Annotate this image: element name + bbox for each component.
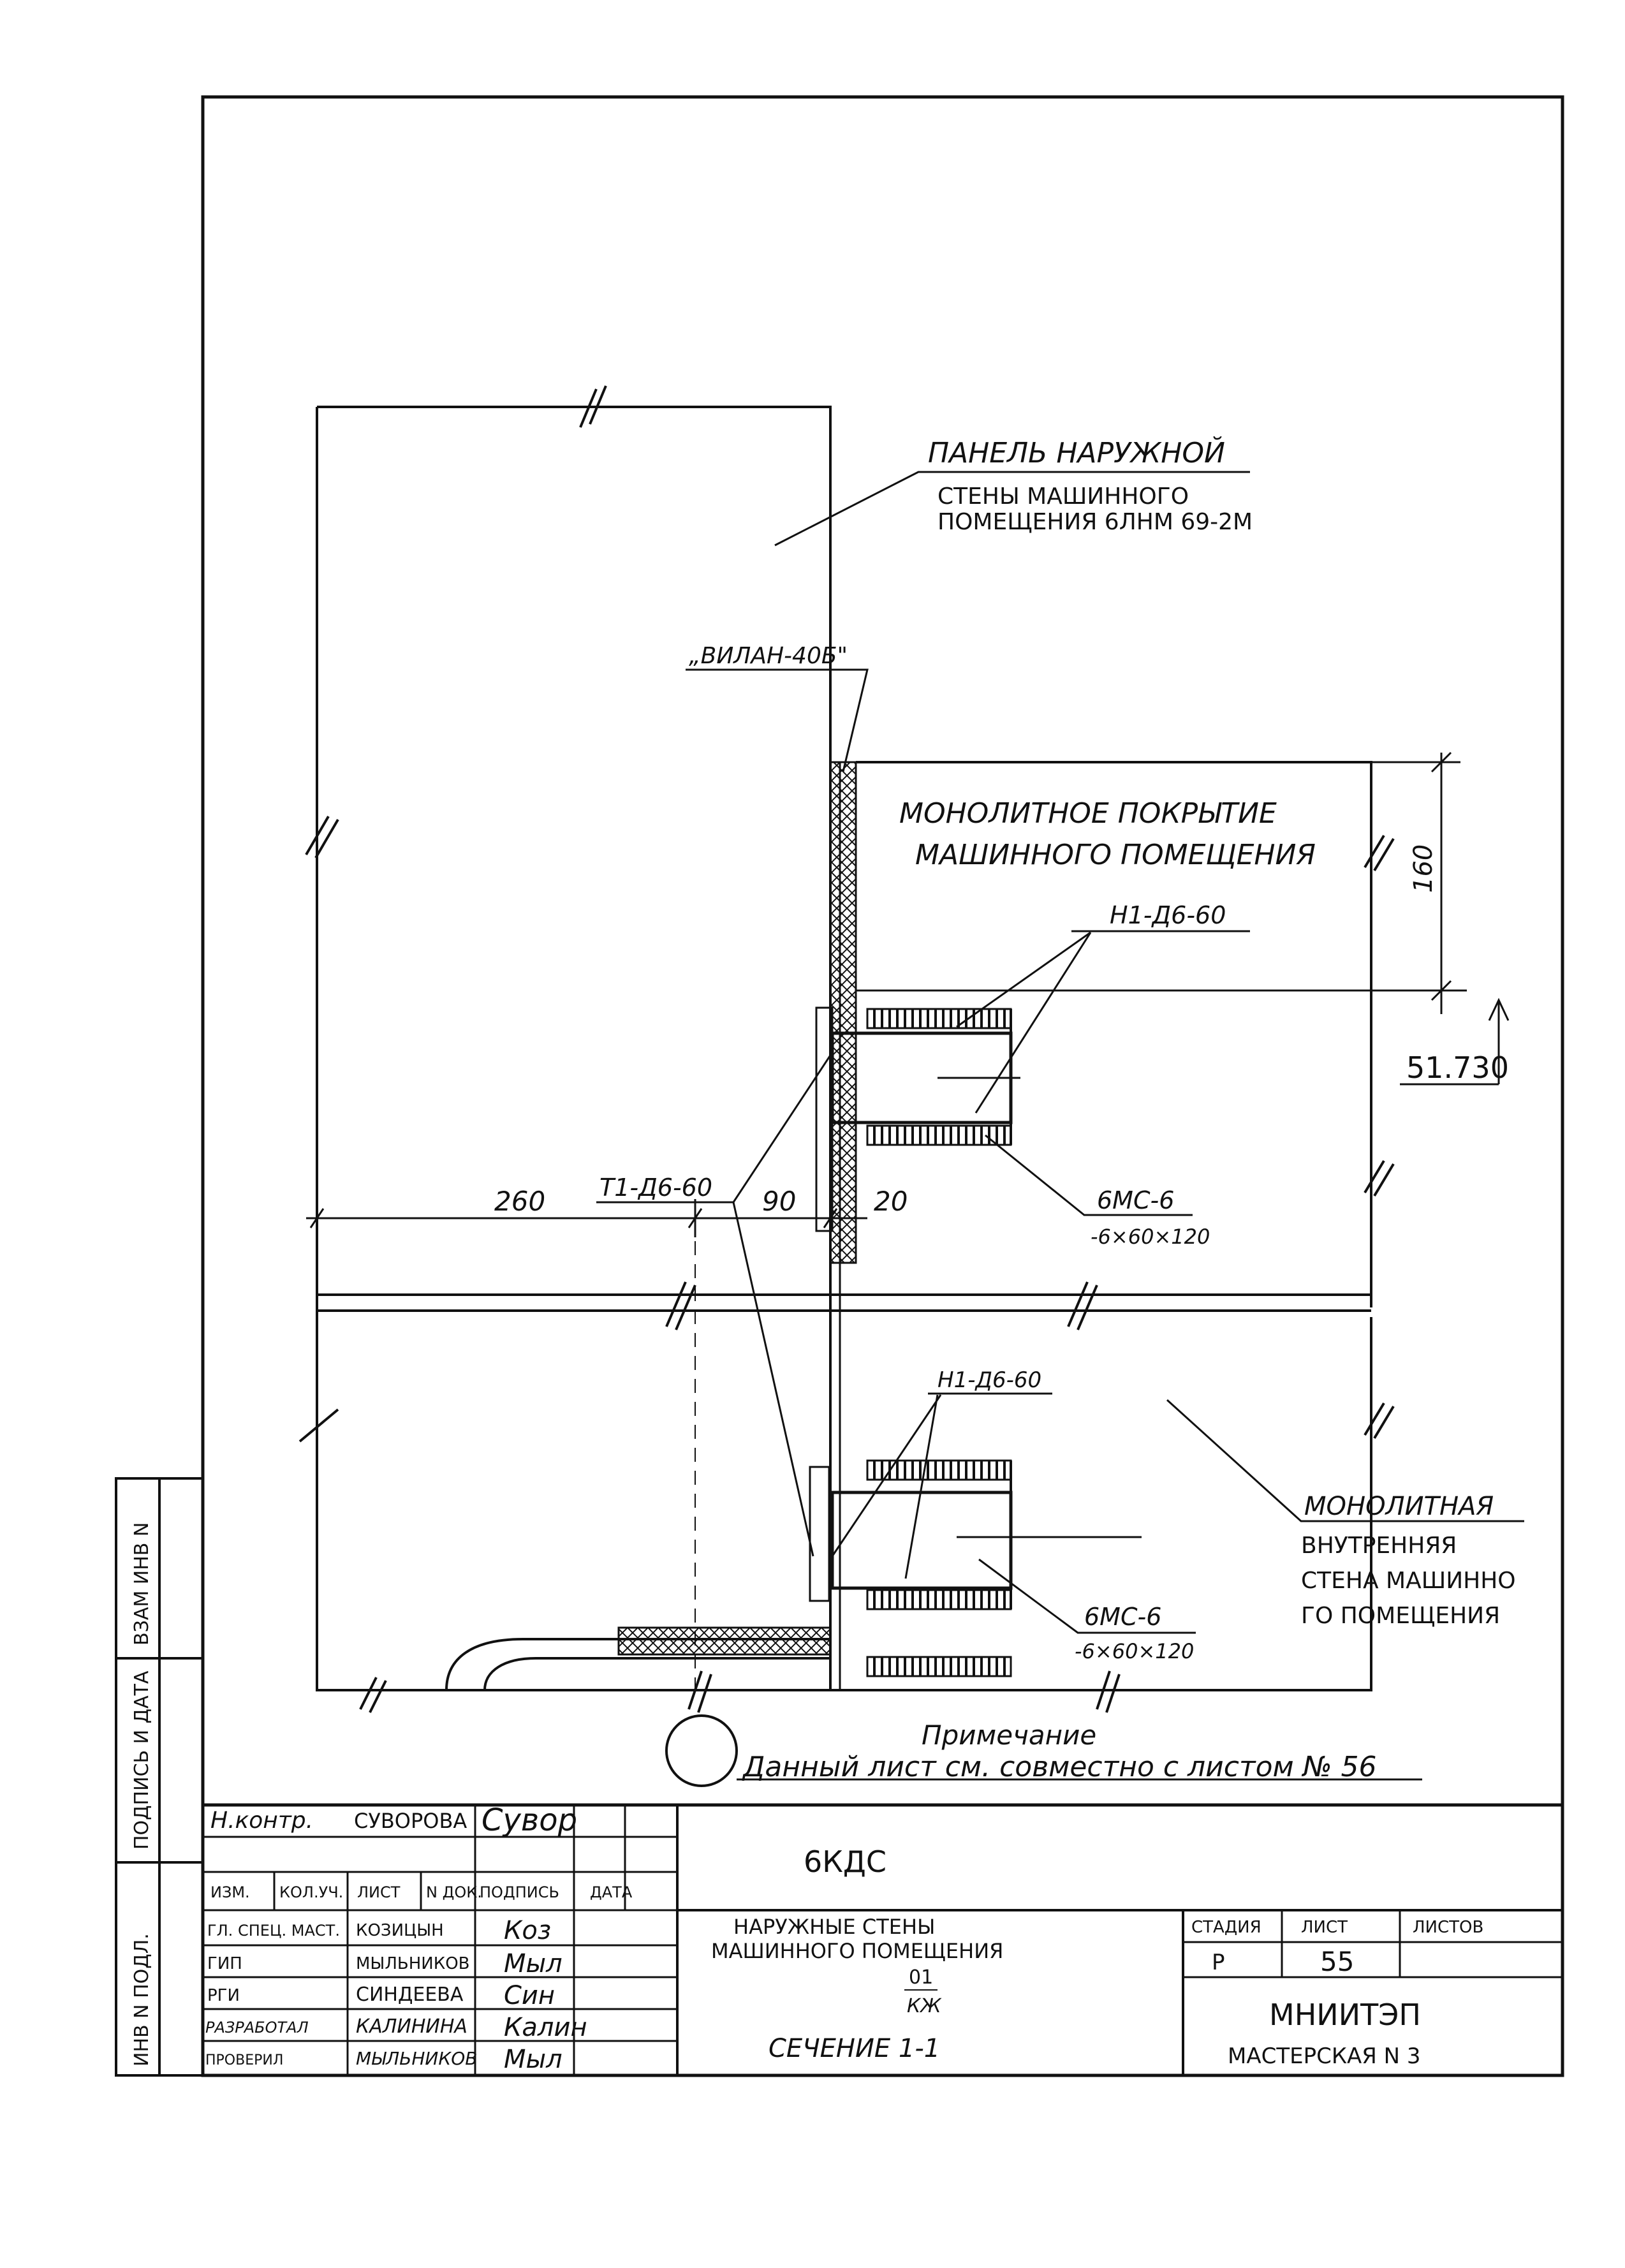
role-4: ПРОВЕРИЛ bbox=[205, 2052, 283, 2068]
label-panel-3: ПОМЕЩЕНИЯ 6ЛНМ 69-2М bbox=[938, 509, 1253, 535]
label-h1-top: Н1-Д6-60 bbox=[1110, 901, 1226, 929]
vilan-seal bbox=[829, 761, 857, 1264]
label-mc-bottom-2: -6×60×120 bbox=[1075, 1639, 1194, 1663]
dim-160: 160 bbox=[1409, 844, 1438, 893]
label-cover-1: МОНОЛИТНОЕ ПОКРЫТИЕ bbox=[899, 797, 1277, 830]
sheet-value: 55 bbox=[1320, 1946, 1354, 1977]
note-text: Данный лист см. совместно с листом № 56 bbox=[742, 1751, 1376, 1783]
nkontr-label: Н.контр. bbox=[210, 1808, 313, 1834]
sheet-label: ЛИСТ bbox=[1301, 1918, 1348, 1937]
side-stamp-3: ИНВ N ПОДЛ. bbox=[131, 1933, 153, 2066]
stage-value: Р bbox=[1212, 1950, 1225, 1975]
nkontr-sign: Сувор bbox=[482, 1802, 577, 1838]
role-2: РГИ bbox=[207, 1986, 240, 2005]
name-2: СИНДЕЕВА bbox=[356, 1984, 464, 2006]
sheet-title-2: МАШИННОГО ПОМЕЩЕНИЯ bbox=[711, 1939, 1003, 1963]
label-mc-top-1: 6МС-6 bbox=[1097, 1186, 1174, 1214]
organization: МНИИТЭП bbox=[1269, 1998, 1421, 2032]
embedded-plate-top bbox=[815, 1006, 1020, 1232]
section-marker bbox=[665, 1714, 738, 1787]
side-stamp: ВЗАМ ИНВ N ПОДПИСЬ И ДАТА ИНВ N ПОДЛ. bbox=[115, 1477, 204, 2077]
label-panel-2: СТЕНЫ МАШИННОГО bbox=[938, 483, 1189, 510]
title-block: Н.контр. СУВОРОВА Сувор ИЗМ. КОЛ.УЧ. ЛИС… bbox=[201, 1802, 1564, 2077]
label-panel-1: ПАНЕЛЬ НАРУЖНОЙ bbox=[928, 436, 1225, 469]
side-stamp-2: ПОДПИСЬ И ДАТА bbox=[131, 1670, 153, 1850]
name-3: КАЛИНИНА bbox=[356, 2015, 467, 2038]
dim-20: 20 bbox=[874, 1186, 908, 1217]
sign-3: Калин bbox=[504, 2013, 587, 2042]
hdr-izm: ИЗМ. bbox=[210, 1883, 250, 1901]
name-4: МЫЛЬНИКОВ bbox=[356, 2048, 477, 2069]
elevation-value: 51.730 bbox=[1406, 1050, 1509, 1085]
label-mc-top-2: -6×60×120 bbox=[1091, 1225, 1210, 1249]
label-cover-2: МАШИННОГО ПОМЕЩЕНИЯ bbox=[915, 839, 1316, 871]
sheet-title-1: НАРУЖНЫЕ СТЕНЫ bbox=[733, 1915, 935, 1939]
sign-0: Коз bbox=[504, 1916, 551, 1945]
label-wall-3: СТЕНА МАШИННО bbox=[1301, 1568, 1516, 1594]
hdr-ndok: N ДОК. bbox=[426, 1883, 482, 1901]
project-code: 6КДС bbox=[804, 1845, 886, 1879]
label-h1-bottom: Н1-Д6-60 bbox=[938, 1367, 1041, 1393]
label-vilan: „ВИЛАН-40Б" bbox=[689, 643, 848, 669]
nkontr-name: СУВОРОВА bbox=[354, 1809, 467, 1833]
sheets-label: ЛИСТОВ bbox=[1413, 1918, 1483, 1937]
dim-90: 90 bbox=[762, 1186, 796, 1217]
role-3: РАЗРАБОТАЛ bbox=[205, 2019, 309, 2036]
workshop: МАСТЕРСКАЯ N 3 bbox=[1228, 2043, 1421, 2069]
role-0: ГЛ. СПЕЦ. МАСТ. bbox=[207, 1922, 340, 1940]
note-title: Примечание bbox=[922, 1719, 1096, 1751]
label-t1: Т1-Д6-60 bbox=[599, 1174, 712, 1202]
section-drawing: ПАНЕЛЬ НАРУЖНОЙ СТЕНЫ МАШИННОГО ПОМЕЩЕНИ… bbox=[298, 385, 1524, 1787]
hdr-koluch: КОЛ.УЧ. bbox=[279, 1883, 343, 1901]
dim-260: 260 bbox=[494, 1186, 545, 1217]
side-stamp-1: ВЗАМ ИНВ N bbox=[131, 1522, 153, 1646]
stage-label: СТАДИЯ bbox=[1191, 1918, 1261, 1937]
sheet-num: 01 bbox=[909, 1966, 933, 1989]
sign-1: Мыл bbox=[504, 1949, 562, 1978]
sheet-code: КЖ bbox=[907, 1995, 942, 2017]
label-wall-2: ВНУТРЕННЯЯ bbox=[1301, 1533, 1457, 1559]
label-wall-4: ГО ПОМЕЩЕНИЯ bbox=[1301, 1603, 1500, 1629]
sign-2: Син bbox=[504, 1981, 555, 2010]
label-mc-bottom-1: 6МС-6 bbox=[1084, 1603, 1161, 1631]
name-0: КОЗИЦЫН bbox=[356, 1921, 444, 1940]
role-1: ГИП bbox=[207, 1954, 242, 1973]
hdr-podpis: ПОДПИСЬ bbox=[480, 1883, 559, 1901]
hdr-data: ДАТА bbox=[590, 1883, 633, 1901]
name-1: МЫЛЬНИКОВ bbox=[356, 1954, 470, 1973]
sign-4: Мыл bbox=[504, 2045, 562, 2074]
section-name: СЕЧЕНИЕ 1-1 bbox=[768, 2034, 940, 2063]
hdr-list: ЛИСТ bbox=[357, 1883, 401, 1901]
label-wall-1: МОНОЛИТНАЯ bbox=[1304, 1492, 1494, 1521]
